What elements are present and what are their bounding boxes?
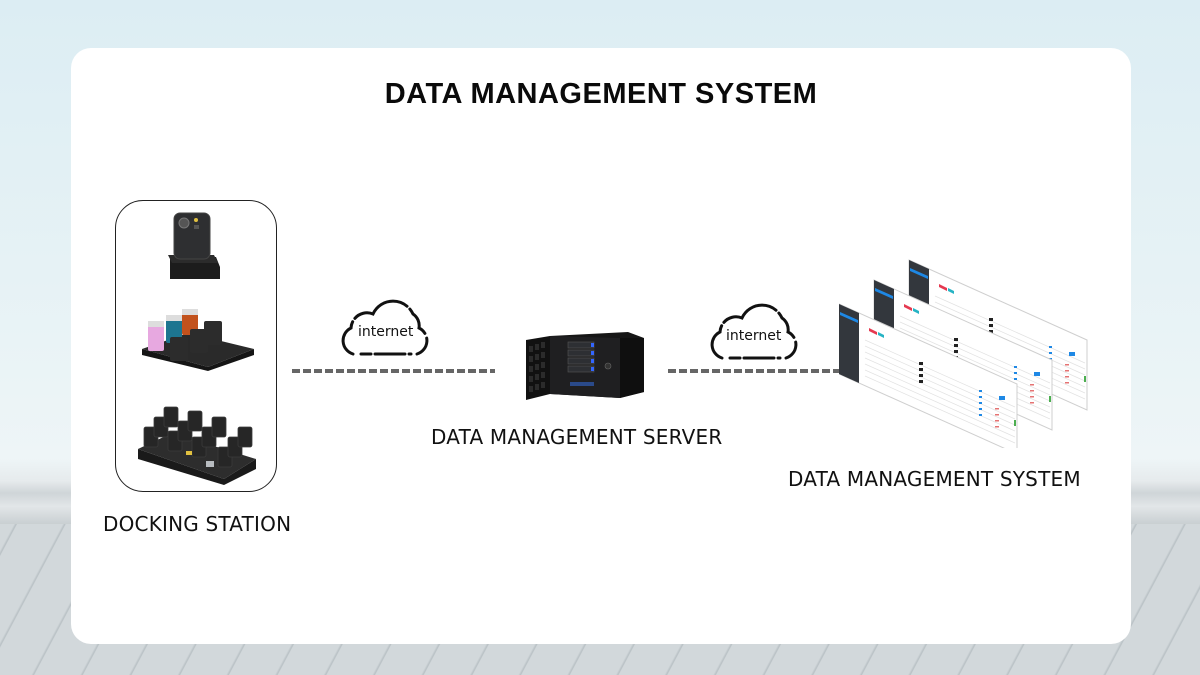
server-image	[526, 332, 644, 400]
single-dock-camera-image	[168, 212, 220, 279]
system-label: DATA MANAGEMENT SYSTEM	[788, 467, 1081, 491]
server-label: DATA MANAGEMENT SERVER	[431, 425, 723, 449]
docking-station-label: DOCKING STATION	[103, 512, 292, 536]
diagram-card: DATA MANAGEMENT SYSTEM	[71, 48, 1131, 644]
system-screens-image	[839, 259, 1088, 448]
cloud-label: internet	[726, 328, 782, 344]
six-bay-dock-image	[142, 309, 254, 371]
cloud-label: internet	[358, 324, 414, 340]
connection-line-server-to-system	[668, 369, 846, 373]
twelve-bay-dock-image	[138, 406, 256, 485]
page-title: DATA MANAGEMENT SYSTEM	[384, 78, 818, 110]
cloud-icon: internet	[708, 300, 804, 364]
docking-station-group	[115, 200, 277, 492]
connection-line-dock-to-server	[292, 369, 495, 373]
cloud-icon: internet	[339, 296, 435, 360]
